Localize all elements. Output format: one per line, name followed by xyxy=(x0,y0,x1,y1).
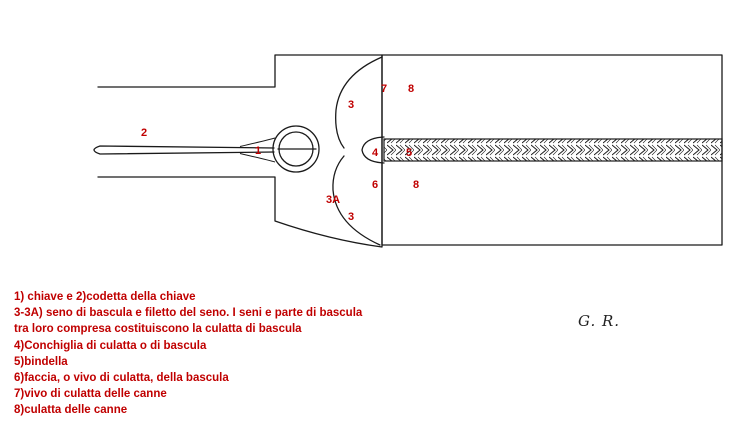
label-2: 2 xyxy=(141,127,147,139)
label-7: 7 xyxy=(381,83,387,95)
seno-curve-bottom xyxy=(332,155,381,246)
legend-item: 5)bindella xyxy=(14,355,68,368)
label-3-bottom: 3 xyxy=(348,211,354,223)
action-body-outline xyxy=(97,54,383,248)
label-6: 6 xyxy=(372,179,378,191)
bindella-rib xyxy=(383,138,723,162)
legend-item: 8)culatta delle canne xyxy=(14,404,128,417)
label-4: 4 xyxy=(372,147,379,159)
key-tang xyxy=(93,145,275,155)
legend-item: 1) chiave e 2)codetta della chiave xyxy=(14,291,196,303)
label-3a: 3A xyxy=(326,194,340,206)
key-tang-inner xyxy=(239,137,276,163)
label-8-top: 8 xyxy=(408,83,414,95)
label-5: 5 xyxy=(406,147,412,159)
label-1: 1 xyxy=(255,145,261,157)
seno-curve-top xyxy=(335,56,383,149)
key-ring-outer xyxy=(272,125,320,173)
legend-item: 7)vivo di culatta delle canne xyxy=(14,388,167,401)
author-signature: G. R. xyxy=(578,312,621,330)
legend: 1) chiave e 2)codetta della chiave 3-3A)… xyxy=(14,289,374,419)
legend-item: 4)Conchiglia di culatta o di bascula xyxy=(14,339,207,352)
legend-item: 6)faccia, o vivo di culatta, della bascu… xyxy=(14,372,229,385)
legend-item: 3-3A) seno di bascula e filetto del seno… xyxy=(14,307,363,336)
conchiglia-shell xyxy=(361,136,385,164)
label-8-bottom: 8 xyxy=(413,179,419,191)
label-3-top: 3 xyxy=(348,99,354,111)
